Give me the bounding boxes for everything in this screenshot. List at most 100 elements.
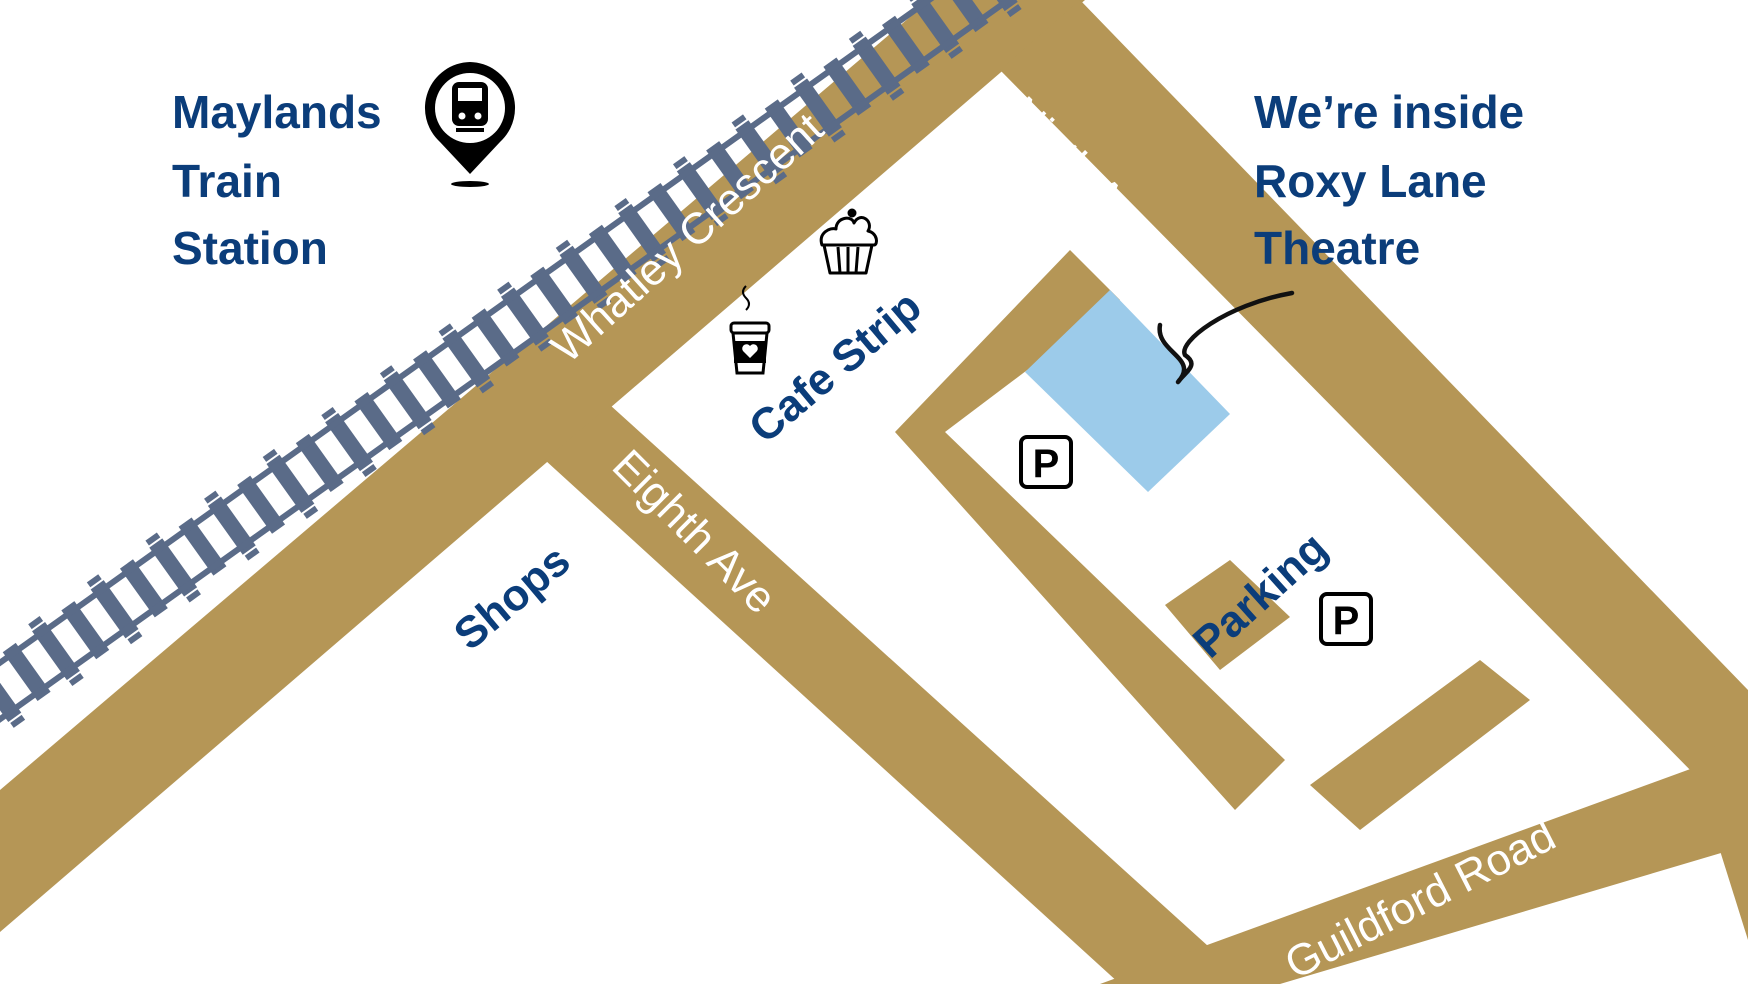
railway-tie-plate (672, 156, 688, 170)
railway-sleeper (676, 162, 725, 221)
railway-tie-plate (127, 631, 143, 645)
road-inner-north (1165, 560, 1290, 670)
railway-tie-plate (889, 87, 905, 101)
road-inner-lane (895, 432, 1285, 810)
road-guildford-east (1690, 735, 1748, 940)
railway-sleeper (90, 580, 139, 639)
railway-sleeper (881, 15, 930, 74)
railway-tie-plate (772, 171, 788, 185)
roxy-lane-theatre-building[interactable] (1025, 290, 1230, 492)
coffee-cup-icon (729, 285, 771, 375)
railway-tie-plate (420, 422, 436, 436)
railway-sleeper (413, 350, 461, 409)
railway-sleeper (119, 559, 168, 618)
railway-tie-plate (596, 296, 612, 310)
railway-sleeper (823, 57, 872, 116)
road-whatley-crescent (0, 0, 1085, 932)
road-guildford (1100, 748, 1748, 984)
railway-tie-plate (948, 45, 963, 59)
railway (0, 0, 1035, 798)
road-eighth-ave (545, 405, 1250, 984)
railway-sleeper (207, 496, 256, 555)
railway-tie-plate (204, 490, 219, 504)
railway-tie-plate (361, 463, 377, 478)
railway-sleeper (911, 0, 960, 53)
railway-sleeper (530, 266, 579, 325)
railway-sleeper (588, 224, 637, 283)
area-label-shops: Shops (445, 536, 579, 660)
parking-sign-icon: P (1319, 592, 1373, 646)
railway-sleeper (940, 0, 989, 33)
curved-arrow-icon (1157, 290, 1295, 385)
railway-tie-plate (537, 338, 553, 352)
railway-tie-plate (86, 574, 102, 588)
railway-tie-plate (1006, 4, 1022, 18)
railway-tie-plate (655, 254, 670, 268)
rail-left (0, 0, 1009, 761)
railway-sleeper (471, 308, 520, 367)
railway-tie-plate (790, 72, 806, 86)
railway-tie-plate (321, 407, 337, 421)
railway-sleeper (794, 78, 842, 137)
railway-tie-plate (244, 547, 260, 561)
station-label-line: Maylands (172, 86, 382, 138)
rail-right (0, 0, 1035, 798)
railway-sleeper (764, 99, 813, 158)
railway-sleeper (354, 392, 403, 451)
railway-sleeper (266, 454, 315, 513)
railway-tie-plate (731, 114, 747, 128)
railway-tie-plate (555, 239, 571, 253)
railway-sleeper (325, 412, 373, 472)
railway-sleepers (0, 0, 1022, 728)
cupcake-icon (819, 208, 878, 275)
railway-sleeper (237, 475, 286, 534)
railway-tie-plate (830, 129, 846, 143)
railway-sleeper (383, 371, 432, 430)
railway-tie-plate (497, 281, 513, 295)
railway-tie-plate (713, 213, 729, 227)
railway-tie-plate (379, 365, 395, 379)
road-inner-west (895, 250, 1120, 432)
railway-tie-plate (438, 323, 454, 337)
venue-label-line: Roxy Lane (1254, 155, 1487, 207)
railway-tie-plate (614, 197, 630, 211)
road-lower-connector (1310, 660, 1530, 830)
railway-tie-plate (10, 714, 26, 728)
railway-sleeper (706, 141, 754, 200)
parking-sign-letter: P (1033, 442, 1060, 486)
railway-sleeper (442, 329, 491, 388)
station-label-line: Train (172, 155, 282, 207)
railway-tie-plate (28, 616, 44, 630)
railway-tie-plate (145, 532, 161, 546)
railway-tie-plate (479, 380, 495, 394)
railway-sleeper (618, 203, 667, 263)
venue-label-line: We’re inside (1254, 86, 1524, 138)
railway-sleeper (500, 287, 549, 346)
parking-sign-icon: P (1019, 435, 1073, 489)
railway-sleeper (0, 663, 22, 722)
railway-sleeper (852, 36, 901, 95)
venue-label-line: Theatre (1254, 222, 1420, 274)
railway-sleeper (149, 538, 198, 597)
railway-sleeper (2, 642, 51, 702)
railway-sleeper (559, 245, 608, 304)
station-label: Maylands Train Station (172, 86, 394, 274)
railway-tie-plate (848, 30, 864, 44)
railway-tie-plate (186, 589, 201, 603)
railway-sleeper (647, 182, 696, 242)
railway-sleeper (61, 601, 110, 660)
railway-sleeper (735, 120, 784, 179)
railway-tie-plate (303, 505, 319, 519)
train-station-pin-icon[interactable] (424, 62, 516, 187)
venue-label: We’re inside Roxy Lane Theatre (1254, 86, 1537, 274)
railway-tie-plate (262, 448, 278, 462)
railway-tie-plate (68, 673, 84, 687)
station-label-line: Station (172, 222, 328, 274)
road-ninth-ave (1000, 0, 1748, 780)
parking-sign-letter: P (1333, 599, 1360, 643)
railway-sleeper (178, 517, 227, 576)
railway-sleeper (295, 433, 344, 492)
railway-sleeper (32, 621, 80, 681)
